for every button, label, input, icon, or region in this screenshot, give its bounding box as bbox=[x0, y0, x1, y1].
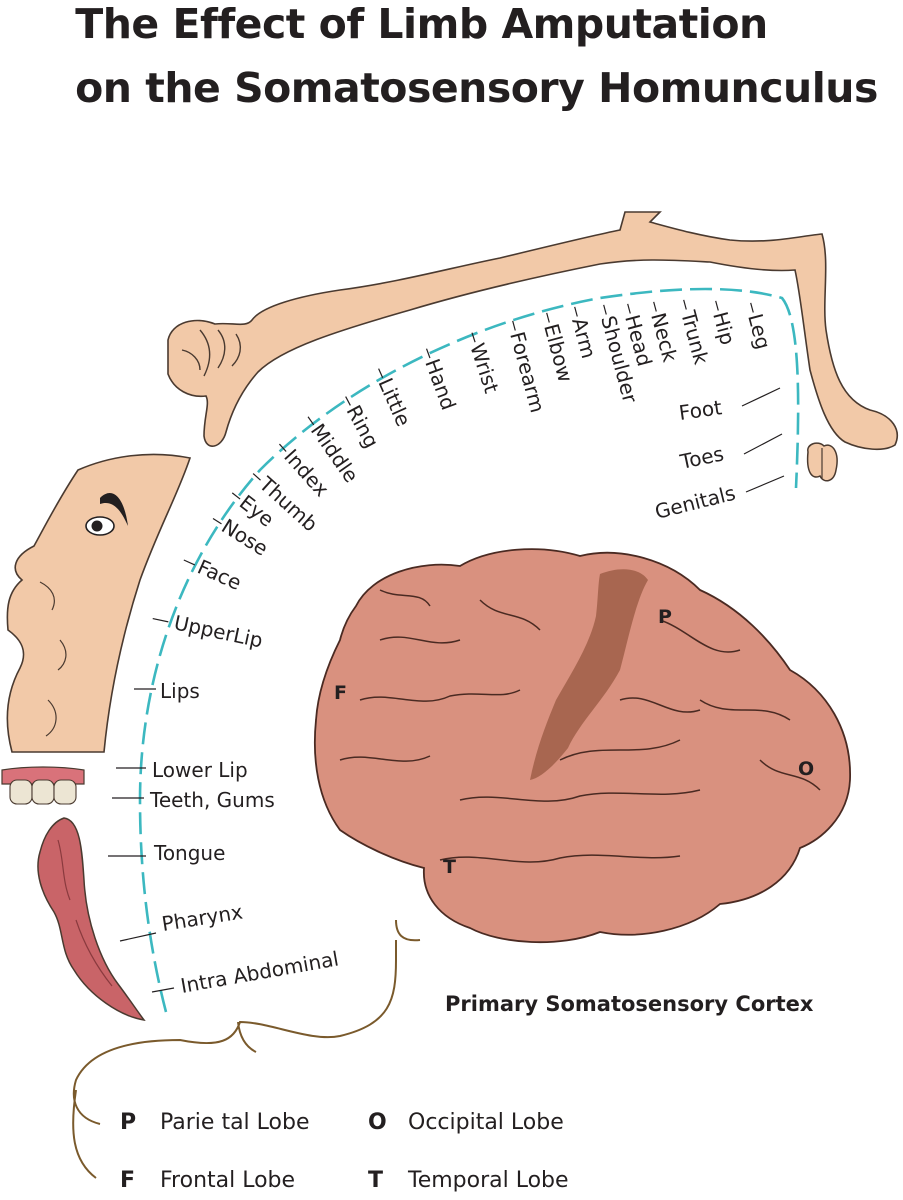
legend-item-t: T Temporal Lobe bbox=[368, 1168, 569, 1193]
cortex-caption: Primary Somatosensory Cortex bbox=[445, 992, 814, 1016]
label-ring: Ring bbox=[342, 401, 384, 452]
label-lower-lip: Lower Lip bbox=[152, 758, 248, 782]
nerve-branches bbox=[72, 919, 421, 1179]
brain-folds bbox=[339, 589, 821, 863]
brain-illustration bbox=[313, 548, 851, 944]
brain-marker-o: O bbox=[798, 758, 814, 780]
title-line-1: The Effect of Limb Amputation bbox=[75, 0, 768, 48]
label-foot: Foot bbox=[677, 395, 723, 425]
label-pharynx: Pharynx bbox=[160, 899, 244, 935]
legend-item-p: P Parie tal Lobe bbox=[120, 1110, 310, 1135]
title-line-2: on the Somatosensory Homunculus bbox=[75, 64, 878, 112]
tongue-shape bbox=[37, 817, 146, 1022]
legend-item-f: F Frontal Lobe bbox=[120, 1168, 295, 1193]
legend-label-f: Frontal Lobe bbox=[160, 1168, 296, 1193]
tongue-lines bbox=[57, 839, 113, 987]
label-hip: Hip bbox=[708, 309, 740, 347]
brain-marker-t: T bbox=[443, 856, 456, 878]
label-tongue: Tongue bbox=[153, 841, 225, 865]
hand-finger-lines bbox=[181, 329, 242, 377]
label-group-hip: Hip bbox=[708, 300, 740, 347]
page-title: The Effect of Limb Amputation on the Som… bbox=[0, 0, 903, 120]
legend-label-p: Parie tal Lobe bbox=[160, 1110, 310, 1135]
face-lines bbox=[39, 581, 67, 737]
legend-key-f: F bbox=[120, 1168, 136, 1193]
label-face: Face bbox=[194, 555, 245, 595]
legend-label-t: Temporal Lobe bbox=[408, 1168, 569, 1193]
brain-marker-p: P bbox=[658, 606, 672, 628]
legend-item-o: O Occipital Lobe bbox=[368, 1110, 564, 1135]
label-leg: Leg bbox=[743, 311, 775, 352]
label-toes: Toes bbox=[677, 441, 726, 474]
homunculus-face bbox=[6, 453, 192, 753]
label-wrist: Wrist bbox=[465, 340, 504, 396]
label-genitals: Genitals bbox=[652, 481, 737, 524]
brain-shape bbox=[313, 548, 851, 944]
label-upper-lip: UpperLip bbox=[172, 610, 265, 652]
teeth-shape bbox=[9, 779, 77, 805]
legend-key-o: O bbox=[368, 1110, 387, 1135]
label-hand: Hand bbox=[420, 356, 461, 414]
label-lips: Lips bbox=[160, 679, 200, 703]
label-group-leg: Leg bbox=[743, 302, 776, 352]
label-group-hand: Hand bbox=[420, 348, 461, 414]
label-group-upper-lip: UpperLip bbox=[152, 610, 265, 653]
somatosensory-band bbox=[530, 569, 648, 780]
legend-key-t: T bbox=[368, 1168, 384, 1193]
label-forearm: Forearm bbox=[505, 329, 550, 415]
cortex-arc bbox=[138, 287, 800, 1013]
label-little: Little bbox=[373, 374, 415, 430]
eyebrow-shape bbox=[100, 493, 128, 526]
label-teeth-gums: Teeth, Gums bbox=[149, 788, 275, 812]
legend-key-p: P bbox=[120, 1110, 137, 1135]
label-intra-abdominal: Intra Abdominal bbox=[179, 946, 341, 997]
homunculus-arm-trunk-leg bbox=[167, 211, 898, 451]
legend-label-o: Occipital Lobe bbox=[408, 1110, 564, 1135]
label-arm: Arm bbox=[567, 315, 601, 361]
brain-marker-f: F bbox=[334, 682, 347, 704]
label-group-face: Face bbox=[183, 555, 245, 595]
label-group-wrist: Wrist bbox=[465, 332, 504, 396]
eye-pupil bbox=[91, 520, 103, 532]
